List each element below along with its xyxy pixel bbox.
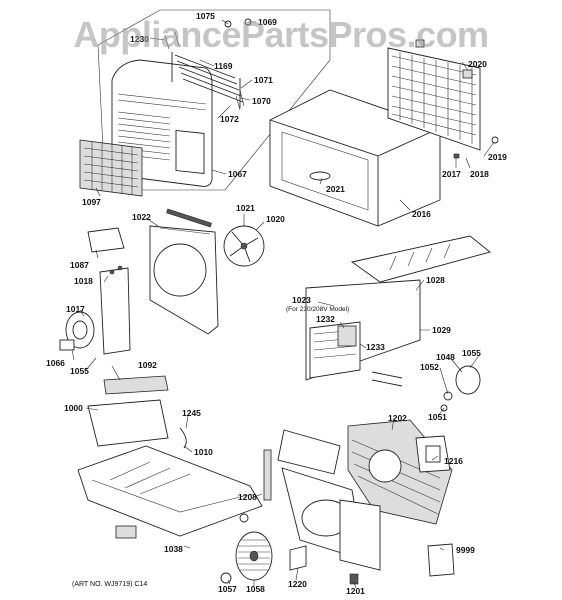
base-pan-assembly (77, 375, 263, 539)
label-1075: 1075 (196, 11, 215, 21)
label-1245: 1245 (182, 408, 201, 418)
part-labels: 1075 1069 1230 1169 1071 1070 1072 1067 … (46, 11, 507, 596)
louver-assembly (164, 18, 252, 111)
label-1023: 1023 (292, 295, 311, 305)
misc-bottom-parts (289, 543, 455, 585)
label-2019: 2019 (488, 152, 507, 162)
label-1029: 1029 (432, 325, 451, 335)
label-9999: 9999 (456, 545, 475, 555)
label-1066: 1066 (46, 358, 65, 368)
label-1057: 1057 (218, 584, 237, 594)
motor-mount-parts (59, 227, 131, 355)
label-1071: 1071 (254, 75, 273, 85)
air-filter (79, 139, 143, 197)
label-1067: 1067 (228, 169, 247, 179)
label-2021: 2021 (326, 184, 345, 194)
label-1055a: 1055 (70, 366, 89, 376)
control-box-assembly (305, 235, 491, 387)
label-1232: 1232 (316, 314, 335, 324)
label-1070: 1070 (252, 96, 271, 106)
label-2016: 2016 (412, 209, 431, 219)
front-cover-group (79, 9, 331, 197)
label-1220: 1220 (288, 579, 307, 589)
label-1038: 1038 (164, 544, 183, 554)
label-1018: 1018 (74, 276, 93, 286)
label-2020: 2020 (468, 59, 487, 69)
label-1021: 1021 (236, 203, 255, 213)
rear-grille (387, 39, 499, 159)
cabinet-wrapper (269, 89, 441, 227)
blower-housing (149, 208, 219, 335)
label-1202: 1202 (388, 413, 407, 423)
note-1023-voltage: (For 230/208V Model) (286, 306, 349, 313)
label-1055b: 1055 (462, 348, 481, 358)
label-1022: 1022 (132, 212, 151, 222)
label-1201: 1201 (346, 586, 365, 596)
label-2017: 2017 (442, 169, 461, 179)
label-1048: 1048 (436, 352, 455, 362)
label-1097: 1097 (82, 197, 101, 207)
label-1092: 1092 (138, 360, 157, 370)
fan-blade (223, 225, 265, 267)
blower-wheel (220, 513, 273, 584)
label-1000: 1000 (64, 403, 83, 413)
label-1230: 1230 (130, 34, 149, 44)
label-1087: 1087 (70, 260, 89, 270)
label-1017: 1017 (66, 304, 85, 314)
evaporator-assembly (263, 419, 453, 571)
art-number: (ART NO. WJ9719) C14 (72, 581, 147, 588)
label-1051: 1051 (428, 412, 447, 422)
label-1208: 1208 (238, 492, 257, 502)
label-1169: 1169 (214, 61, 233, 71)
label-1028: 1028 (426, 275, 445, 285)
label-1216: 1216 (444, 456, 463, 466)
label-2018: 2018 (470, 169, 489, 179)
label-1233: 1233 (366, 342, 385, 352)
label-1058: 1058 (246, 584, 265, 594)
label-1069: 1069 (258, 17, 277, 27)
leader-lines (71, 19, 495, 589)
label-1020: 1020 (266, 214, 285, 224)
label-1052: 1052 (420, 362, 439, 372)
label-1072: 1072 (220, 114, 239, 124)
label-1010: 1010 (194, 447, 213, 457)
